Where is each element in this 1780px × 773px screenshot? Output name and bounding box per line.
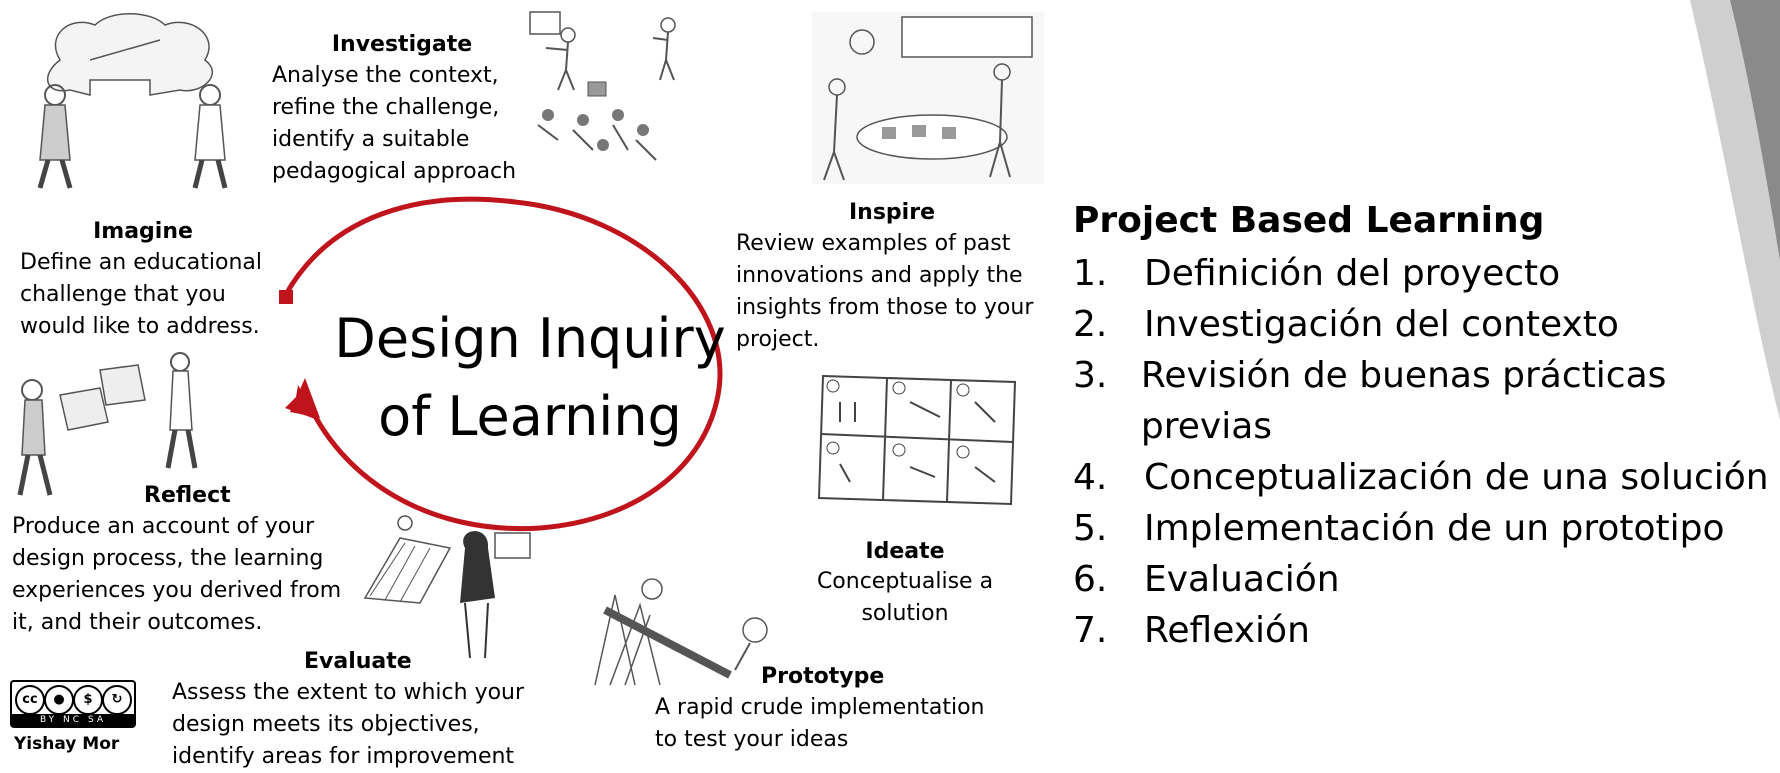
inspire-desc-line: project. — [736, 327, 820, 352]
inspire-desc: Review examples of past innovations and … — [736, 228, 1033, 356]
reflect-desc-line: Produce an account of your — [12, 514, 315, 539]
imagine-title: Imagine — [93, 219, 193, 244]
pbl-item-number: 5. — [1073, 508, 1108, 549]
ideate-desc-line: Conceptualise a solution — [816, 569, 994, 626]
investigate-title: Investigate — [331, 32, 473, 57]
cycle-arrowhead-tip — [290, 378, 320, 418]
pbl-item-text: Evaluación — [1144, 559, 1340, 600]
reflect-desc-line: experiences you derived from — [12, 578, 342, 603]
center-title-line-1: Design Inquiry — [334, 307, 726, 370]
reflect-desc-line: design process, the learning — [12, 546, 324, 571]
center-title: Design Inquiry of Learning — [330, 300, 730, 456]
pbl-item-text: Revisión de buenas prácticas previas — [1140, 355, 1667, 447]
reflect-desc: Produce an account of your design proces… — [12, 511, 341, 639]
imagine-sketch — [37, 13, 228, 189]
by-icon: ● — [44, 685, 74, 715]
cc-icon: cc — [15, 685, 45, 715]
prototype-desc: A rapid crude implementation to test you… — [655, 692, 985, 756]
pbl-item-number: 6. — [1073, 559, 1108, 600]
pbl-item-text: Reflexión — [1144, 610, 1310, 651]
pbl-item-number: 2. — [1073, 304, 1108, 345]
evaluate-desc-line: design meets its objectives, — [172, 712, 480, 737]
center-title-line-2: of Learning — [378, 385, 682, 448]
stage-investigate: Investigate — [272, 30, 532, 60]
reflect-desc-line: it, and their outcomes. — [12, 610, 263, 635]
reflect-sketch — [17, 352, 198, 496]
prototype-desc-line: A rapid crude implementation — [655, 695, 985, 720]
imagine-desc-line: challenge that you — [20, 282, 226, 307]
cc-badge-terms: BY NC SA — [12, 714, 134, 726]
inspire-desc-line: insights from those to your — [736, 295, 1034, 320]
cc-term-by: BY — [39, 715, 58, 725]
evaluate-desc-line: identify areas for improvement — [172, 744, 515, 769]
pbl-item: 4. Conceptualización de una solución — [1073, 452, 1780, 503]
pbl-item: 7. Reflexión — [1073, 605, 1780, 656]
cycle-path — [282, 196, 723, 532]
imagine-desc: Define an educational challenge that you… — [20, 247, 262, 343]
pbl-item-text: Definición del proyecto — [1144, 253, 1561, 294]
ideate-title: Ideate — [865, 539, 945, 564]
author-name: Yishay Mor — [14, 734, 120, 754]
cc-term-nc: NC — [63, 715, 83, 725]
pbl-item-number: 4. — [1073, 457, 1108, 498]
ideate-desc: Conceptualise a solution — [770, 566, 1040, 630]
pbl-title: Project Based Learning — [1073, 200, 1545, 241]
investigate-sketch — [529, 11, 676, 161]
sa-icon: ↻ — [102, 685, 132, 715]
pbl-item-number: 7. — [1073, 610, 1108, 651]
investigate-desc-line: refine the challenge, — [272, 95, 500, 120]
ideate-sketch — [817, 374, 1017, 506]
pbl-item-number: 1. — [1073, 253, 1108, 294]
evaluate-title: Evaluate — [304, 649, 412, 674]
inspire-desc-line: innovations and apply the — [736, 263, 1023, 288]
prototype-desc-line: to test your ideas — [655, 727, 849, 752]
pbl-list: 1. Definición del proyecto 2. Investigació… — [1073, 248, 1780, 656]
imagine-desc-line: would like to address. — [20, 314, 260, 339]
investigate-desc-line: Analyse the context, — [272, 63, 499, 88]
reflect-title: Reflect — [144, 483, 231, 508]
cc-license-badge: cc ● $ ↻ BY NC SA — [10, 680, 136, 728]
prototype-sketch — [594, 578, 768, 686]
evaluate-desc: Assess the extent to which your design m… — [172, 677, 524, 773]
inspire-title: Inspire — [848, 200, 935, 225]
inspire-sketch — [812, 12, 1044, 184]
pbl-item: 1. Definición del proyecto — [1073, 248, 1780, 299]
pbl-item-text: Conceptualización de una solución — [1144, 457, 1769, 498]
investigate-desc-line: identify a suitable — [272, 127, 470, 152]
prototype-title: Prototype — [761, 664, 885, 689]
pbl-item: 2. Investigación del contexto — [1073, 299, 1780, 350]
cycle-start-marker — [279, 290, 293, 304]
pbl-item-text: Investigación del contexto — [1144, 304, 1619, 345]
pbl-item: 5. Implementación de un prototipo — [1073, 503, 1780, 554]
corner-decoration — [1690, 0, 1780, 420]
cc-term-sa: SA — [87, 715, 106, 725]
inspire-desc-line: Review examples of past — [736, 231, 1011, 256]
pbl-item-text: Implementación de un prototipo — [1144, 508, 1725, 549]
pbl-item: 3. Revisión de buenas prácticas previas — [1073, 350, 1780, 452]
investigate-desc-line: pedagogical approach — [272, 159, 517, 184]
pbl-item-number: 3. — [1073, 355, 1108, 396]
imagine-desc-line: Define an educational — [20, 250, 262, 275]
pbl-item: 6. Evaluación — [1073, 554, 1780, 605]
investigate-desc: Analyse the context, refine the challeng… — [272, 60, 516, 188]
nc-icon: $ — [73, 685, 103, 715]
evaluate-desc-line: Assess the extent to which your — [172, 680, 525, 705]
evaluate-sketch — [363, 515, 531, 658]
